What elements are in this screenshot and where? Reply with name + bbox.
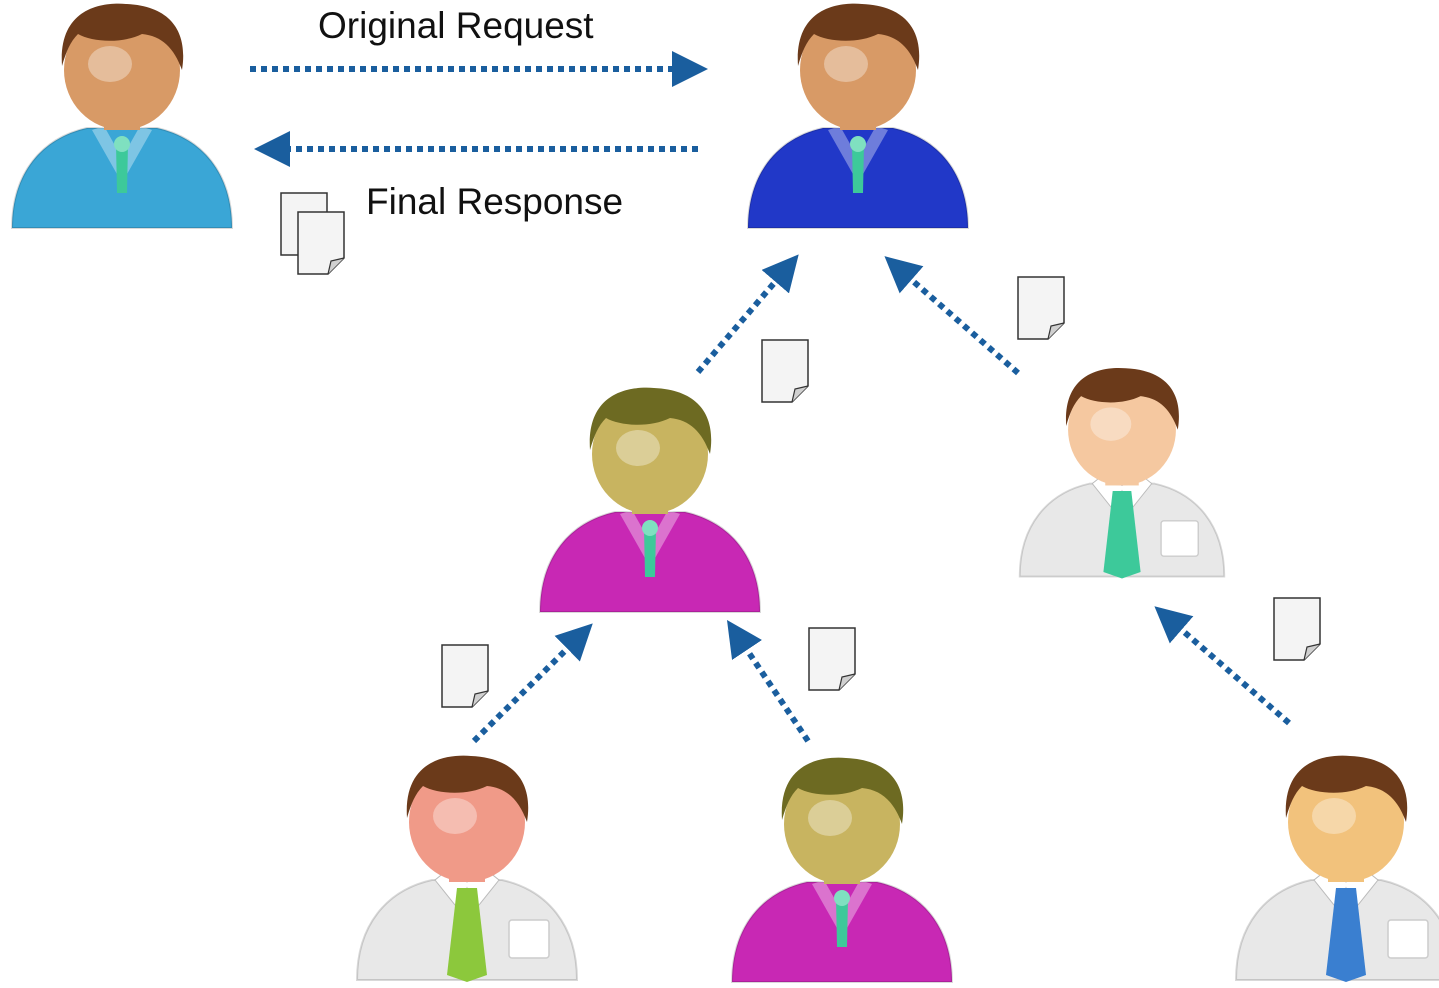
leaf-worker-1-avatar-icon xyxy=(355,755,579,982)
leaf-worker-2-avatar-icon xyxy=(730,757,954,983)
root-worker-avatar-icon xyxy=(746,3,970,229)
mid-left-to-root-arrow xyxy=(695,254,799,374)
document-icon xyxy=(808,627,856,691)
leaf-worker-3-avatar-icon xyxy=(1234,755,1439,982)
leaf1-to-mid-arrow xyxy=(471,623,593,744)
leaf3-to-mid-right-arrow xyxy=(1154,606,1291,726)
requester-avatar-icon xyxy=(10,3,234,229)
mid-right-to-root-arrow xyxy=(884,256,1020,376)
mid-worker-right-avatar-icon xyxy=(1018,367,1226,579)
document-icon xyxy=(1017,276,1065,340)
leaf2-to-mid-arrow xyxy=(726,620,811,743)
document-icon xyxy=(441,644,489,708)
document-icon xyxy=(1273,597,1321,661)
final-response-label: Final Response xyxy=(366,181,624,222)
document-icon xyxy=(297,211,345,275)
mid-worker-left-avatar-icon xyxy=(538,387,762,613)
document-icon xyxy=(761,339,809,403)
original-request-label: Original Request xyxy=(318,5,594,46)
